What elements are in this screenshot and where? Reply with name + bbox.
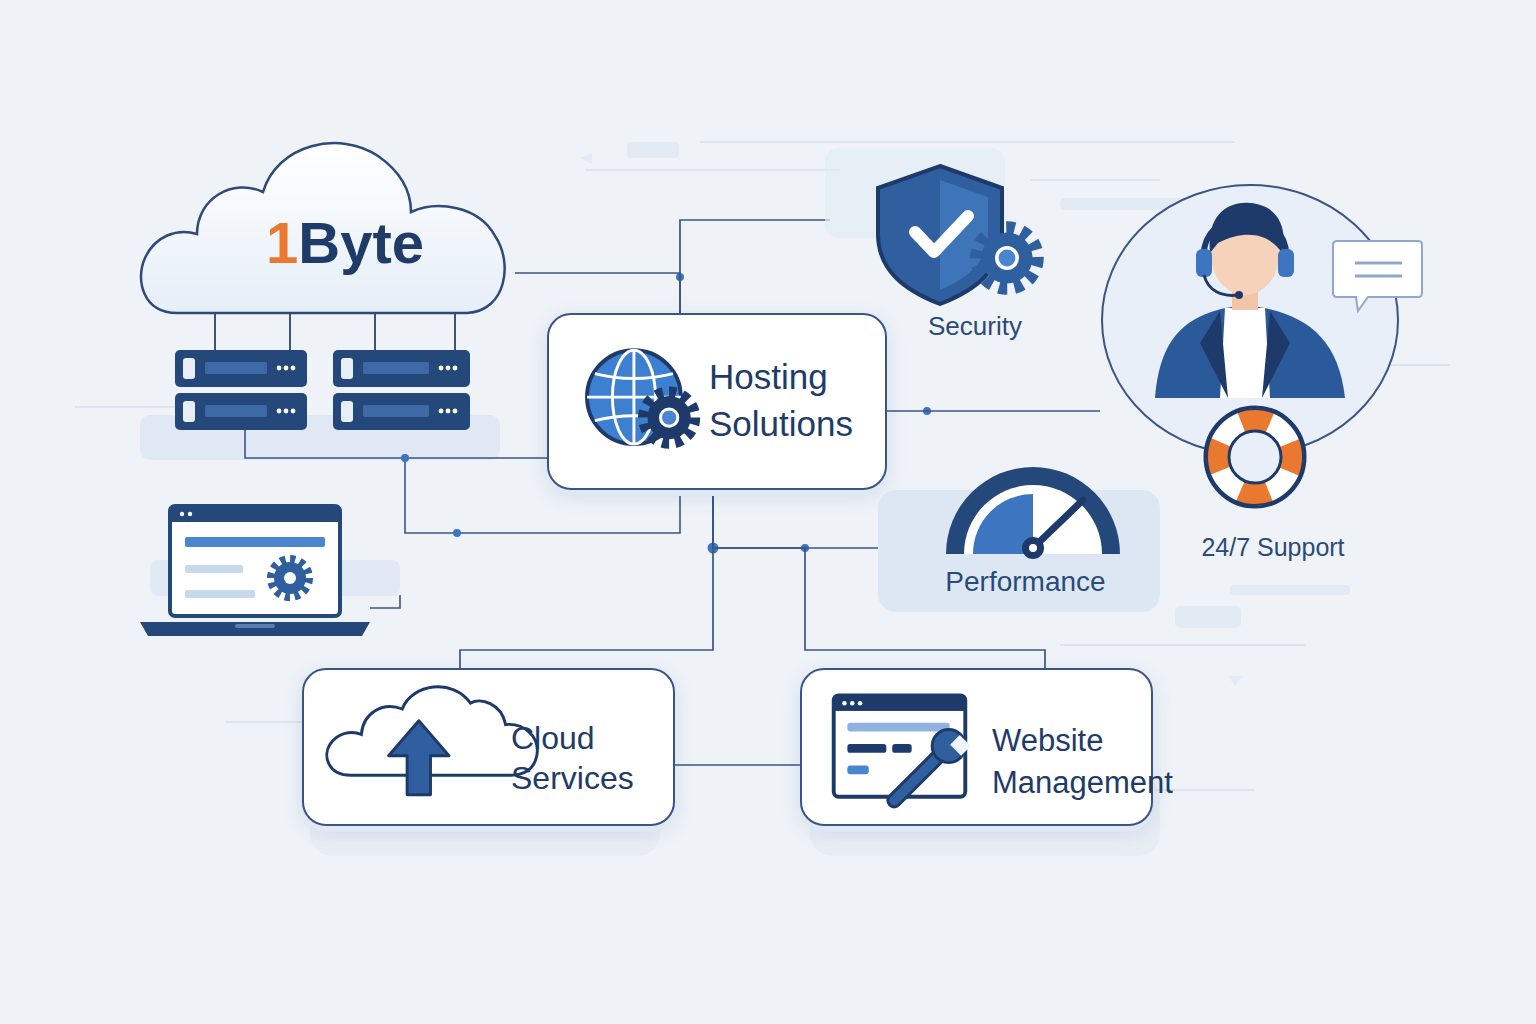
- service-box: Cloud Services: [302, 668, 675, 826]
- upload-icon: [304, 670, 673, 824]
- node-label: Hosting Solutions: [709, 353, 884, 447]
- connector-line: [713, 490, 878, 548]
- connector-line: [460, 490, 713, 668]
- node-label: Performance: [898, 565, 1153, 599]
- connector-line: [887, 410, 1100, 412]
- hub-box: Hosting Solutions: [547, 313, 887, 490]
- feature-panel: Performance: [878, 490, 1160, 612]
- connector-line: [515, 273, 680, 313]
- feature-badge: Security: [830, 160, 1050, 345]
- node-label: Website Management: [992, 720, 1192, 804]
- node-label: Security: [890, 310, 1060, 342]
- node-label: Cloud Services: [511, 718, 671, 798]
- connector-line: [680, 220, 830, 313]
- node-label: 1Byte: [225, 208, 465, 278]
- node-label: 24/7 Support: [1163, 531, 1383, 563]
- brand-cloud: 1Byte: [135, 130, 515, 315]
- service-box: Website Management: [800, 668, 1153, 826]
- connector-line: [675, 764, 800, 766]
- globe-icon: [549, 315, 885, 488]
